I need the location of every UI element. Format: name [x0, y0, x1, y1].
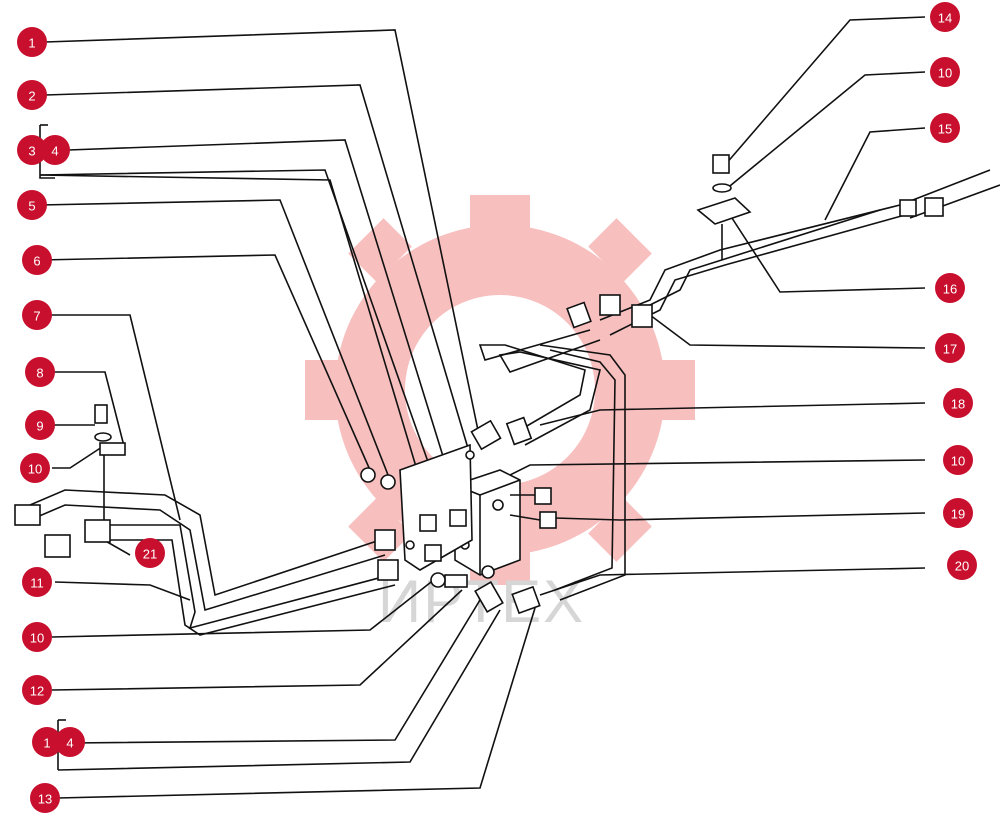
callout-c10b: 10 — [22, 622, 52, 652]
callout-badge-circle — [22, 245, 52, 275]
callout-label: 4 — [51, 144, 58, 159]
callout-badge-circle — [943, 388, 973, 418]
callout-badge-circle — [55, 727, 85, 757]
callout-label: 13 — [38, 792, 52, 807]
callout-badge-circle — [25, 410, 55, 440]
callout-badge-circle — [943, 498, 973, 528]
callout-c1: 1 — [17, 27, 47, 57]
callout-c13: 13 — [30, 783, 60, 813]
callout-label: 10 — [951, 454, 965, 469]
callout-c2: 2 — [17, 80, 47, 110]
callout-badge-circle — [32, 727, 62, 757]
callout-c5: 5 — [17, 190, 47, 220]
callout-c18: 18 — [943, 388, 973, 418]
callout-label: 2 — [28, 89, 35, 104]
callout-label: 20 — [955, 559, 969, 574]
callout-label: 15 — [938, 122, 952, 137]
callout-c4: 4 — [40, 135, 70, 165]
callout-c8: 8 — [25, 357, 55, 387]
callout-c10a: 10 — [20, 453, 50, 483]
callout-c7: 7 — [22, 300, 52, 330]
callout-c15: 15 — [930, 113, 960, 143]
callout-badge-circle — [943, 445, 973, 475]
callout-badge-circle — [22, 675, 52, 705]
callout-label: 1 — [43, 736, 50, 751]
callout-label: 10 — [938, 66, 952, 81]
callout-badge-circle — [930, 113, 960, 143]
mounting-plate — [399, 443, 475, 571]
callout-label: 17 — [943, 342, 957, 357]
callout-badge-circle — [930, 57, 960, 87]
callout-label: 10 — [28, 462, 42, 477]
callout-label: 4 — [66, 736, 73, 751]
leader-lines — [39, 16, 926, 799]
callout-label: 9 — [36, 419, 43, 434]
callout-badge-circle — [22, 622, 52, 652]
callout-c14: 14 — [930, 2, 960, 32]
callout-badge-circle — [935, 273, 965, 303]
callout-badge-circle — [935, 333, 965, 363]
callout-badge-circle — [22, 300, 52, 330]
callout-c3: 3 — [17, 135, 47, 165]
callout-badge-circle — [17, 135, 47, 165]
callout-badge-circle — [25, 357, 55, 387]
callout-badge-circle — [22, 567, 52, 597]
callout-label: 18 — [951, 397, 965, 412]
callout-badge-circle — [17, 190, 47, 220]
callout-c10d: 10 — [943, 445, 973, 475]
callout-badge-circle — [17, 80, 47, 110]
callout-badge-circle — [30, 783, 60, 813]
callout-c17: 17 — [935, 333, 965, 363]
callout-c4b: 4 — [55, 727, 85, 757]
callout-label: 7 — [33, 309, 40, 324]
callout-c9: 9 — [25, 410, 55, 440]
callout-badge-circle — [930, 2, 960, 32]
callout-label: 21 — [143, 547, 157, 562]
callout-badge-circle — [20, 453, 50, 483]
callout-label: 10 — [30, 631, 44, 646]
callout-label: 6 — [33, 254, 40, 269]
callout-c11: 11 — [22, 567, 52, 597]
callout-badge-circle — [40, 135, 70, 165]
callout-badge-circle — [17, 27, 47, 57]
callout-c12: 12 — [22, 675, 52, 705]
callout-label: 19 — [951, 507, 965, 522]
callout-c20: 20 — [947, 550, 977, 580]
watermark: ИРТЕХ — [305, 195, 695, 635]
callout-label: 16 — [943, 282, 957, 297]
callout-c6: 6 — [22, 245, 52, 275]
callout-label: 12 — [30, 684, 44, 699]
callout-c10c: 10 — [930, 57, 960, 87]
callout-label: 11 — [30, 576, 44, 591]
callout-label: 14 — [938, 11, 952, 26]
callout-label: 1 — [28, 36, 35, 51]
callout-c21: 21 — [135, 538, 165, 568]
fittings — [14, 154, 944, 615]
callout-badge-circle — [947, 550, 977, 580]
callout-label: 8 — [36, 366, 43, 381]
callout-c16: 16 — [935, 273, 965, 303]
callout-c19: 19 — [943, 498, 973, 528]
callout-badge-circle — [135, 538, 165, 568]
callout-label: 5 — [28, 199, 35, 214]
callout-label: 3 — [28, 144, 35, 159]
callout-c1b: 1 — [32, 727, 62, 757]
